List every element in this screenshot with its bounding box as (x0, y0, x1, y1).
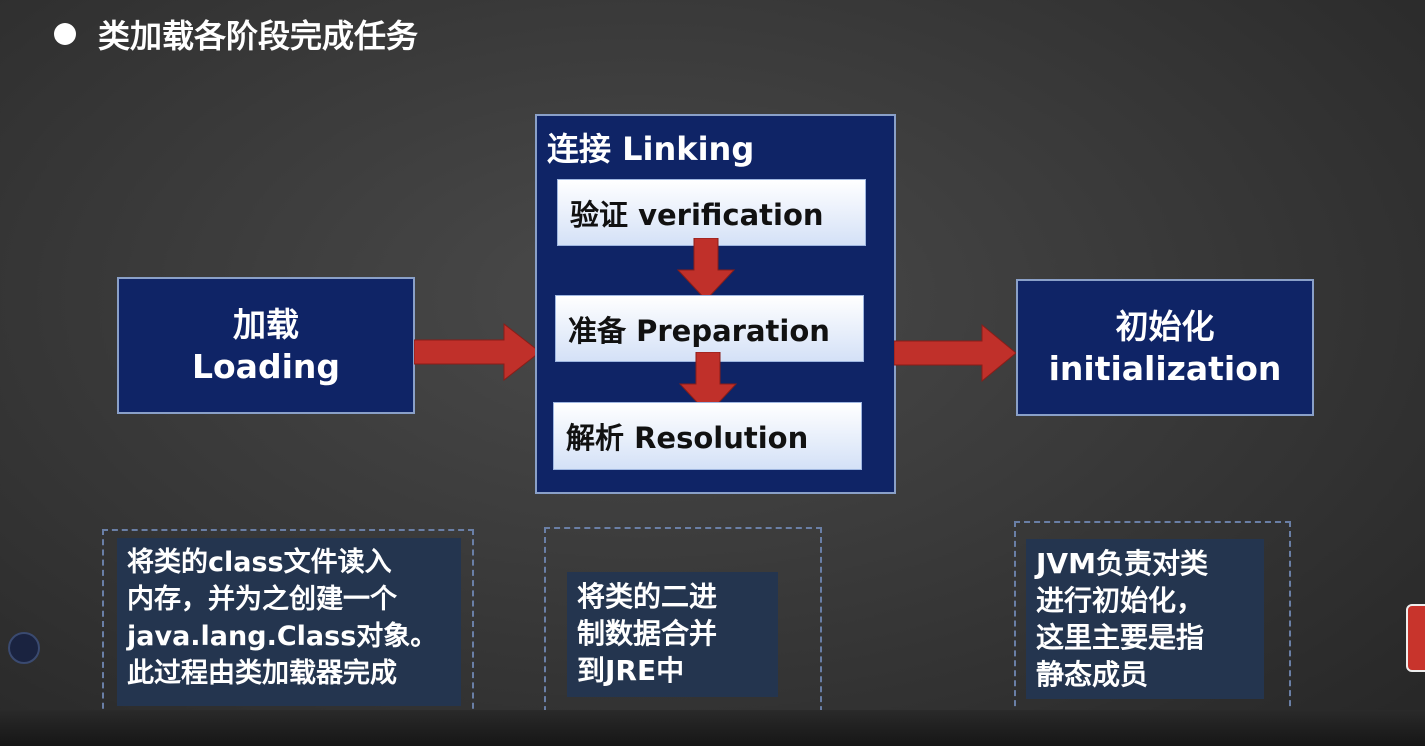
linking-note: 将类的二进 制数据合并 到JRE中 (567, 572, 778, 697)
bullet-icon (54, 23, 76, 45)
loading-label-en: Loading (191, 346, 341, 386)
slide-title-text: 类加载各阶段完成任务 (98, 17, 419, 55)
arrow-preparation-to-resolution (678, 352, 738, 415)
clock-icon[interactable] (8, 632, 40, 664)
slide-title: 类加载各阶段完成任务 (54, 12, 418, 56)
initialization-box: 初始化 initialization (1016, 279, 1314, 416)
arrow-loading-to-linking (414, 322, 541, 382)
arrow-verification-to-preparation (676, 238, 736, 301)
linking-label: 连接 Linking (547, 130, 755, 168)
verification-box: 验证 verification (557, 179, 866, 246)
verification-label: 验证 verification (570, 197, 824, 232)
loading-note: 将类的class文件读入 内存，并为之创建一个 java.lang.Class对… (117, 538, 461, 706)
bottom-strip (0, 710, 1425, 746)
resolution-label: 解析 Resolution (566, 421, 809, 455)
initialization-note: JVM负责对类 进行初始化， 这里主要是指 静态成员 (1026, 539, 1264, 699)
side-tab[interactable] (1406, 604, 1425, 672)
arrow-linking-to-initialization (894, 323, 1017, 383)
loading-box: 加载 Loading (117, 277, 415, 414)
loading-label-cn: 加载 (233, 304, 299, 344)
resolution-box: 解析 Resolution (553, 402, 862, 470)
preparation-label: 准备 Preparation (568, 313, 830, 348)
initialization-label-en: initialization (1048, 348, 1282, 388)
initialization-label-cn: 初始化 (1115, 306, 1215, 346)
